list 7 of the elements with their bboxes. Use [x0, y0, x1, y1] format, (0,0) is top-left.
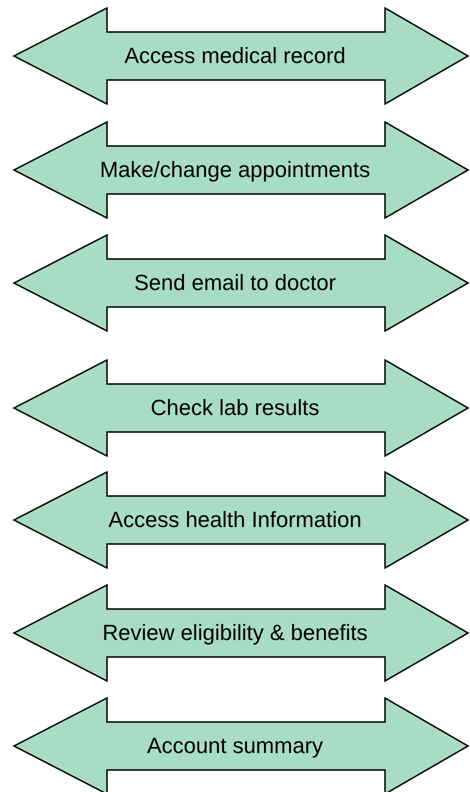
arrow-label: Account summary [146, 735, 324, 757]
arrow-label: Access medical record [124, 45, 346, 67]
arrow-label: Check lab results [150, 397, 320, 419]
arrow-label: Make/change appointments [100, 159, 370, 181]
arrow-label: Access health Information [108, 509, 362, 531]
arrow-label: Send email to doctor [134, 272, 336, 294]
arrow-label: Review eligibility & benefits [102, 622, 368, 644]
